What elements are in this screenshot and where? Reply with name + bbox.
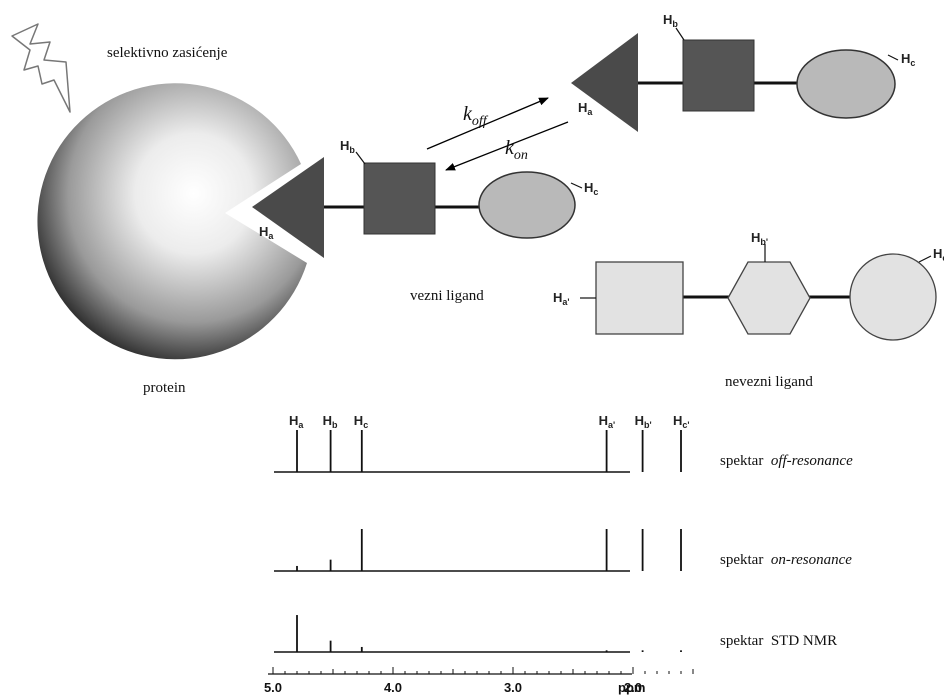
square-moiety-b-free <box>682 39 755 112</box>
proton-label-ha-free: Ha <box>578 100 593 117</box>
spectrum-label: spektar STD NMR <box>720 633 837 649</box>
kon-label: kon <box>505 137 528 163</box>
ellipse-moiety-c <box>478 171 576 239</box>
proton-label-hc-prime: Hc' <box>933 246 944 263</box>
axis-tick-label: 4.0 <box>384 680 402 695</box>
circle-moiety-c-prime <box>849 253 937 341</box>
proton-label-ha-bound: Ha <box>259 224 274 241</box>
triangle-moiety-a-free <box>571 33 638 132</box>
peak-label-hc2: Hc' <box>673 413 690 430</box>
exchange-arrows: koff kon <box>426 97 569 171</box>
unbound-ligand-label: nevezni ligand <box>725 374 813 390</box>
lightning-bolt-icon <box>11 23 71 113</box>
peak-label-hc: Hc <box>354 413 368 430</box>
square-moiety-b <box>363 162 436 235</box>
spectra-group: Ha Hb Hc Ha' Hb' Hc' spektar off-resonance spek… <box>274 413 853 653</box>
spectrum-label: spektar on-resonance <box>720 552 852 568</box>
koff-label: koff <box>463 103 489 129</box>
proton-label-ha-prime: Ha' <box>553 290 570 307</box>
saturation-label: selektivno zasićenje <box>107 45 228 61</box>
nonbinding-ligand: Hb' Ha' Hc' <box>553 230 944 341</box>
axis-tick-label: 3.0 <box>504 680 522 695</box>
proton-label-hb-bound: Hb <box>340 138 355 155</box>
ellipse-moiety-c-free <box>796 49 896 119</box>
square-moiety-a-prime <box>595 261 684 335</box>
bound-ligand-in-pocket: Hb Hc Ha <box>252 138 598 258</box>
proton-label-hb-prime: Hb' <box>751 230 768 247</box>
peak-label-ha2: Ha' <box>599 413 616 430</box>
axis-tick-label: 5.0 <box>264 680 282 695</box>
protein-label: protein <box>143 380 186 396</box>
proton-label-hc-bound: Hc <box>584 180 598 197</box>
protein-shape <box>37 83 307 360</box>
hexagon-moiety-b-prime <box>727 261 811 335</box>
koff-arrow <box>426 97 549 150</box>
proton-label-hb-free: Hb <box>663 12 678 29</box>
bound-ligand-label: vezni ligand <box>410 288 484 304</box>
peak-label-ha: Ha <box>289 413 304 430</box>
axis-unit: ppm <box>618 680 645 695</box>
peak-label-hb: Hb <box>323 413 338 430</box>
triangle-moiety-a <box>252 157 324 258</box>
peak-label-hb2: Hb' <box>635 413 652 430</box>
spectrum-label: spektar off-resonance <box>720 453 853 469</box>
free-ligand: Hb Hc Ha <box>571 12 915 132</box>
proton-label-hc-free: Hc <box>901 51 915 68</box>
axis-tick-label: 2.0 <box>624 680 642 695</box>
kon-arrow <box>445 121 569 171</box>
